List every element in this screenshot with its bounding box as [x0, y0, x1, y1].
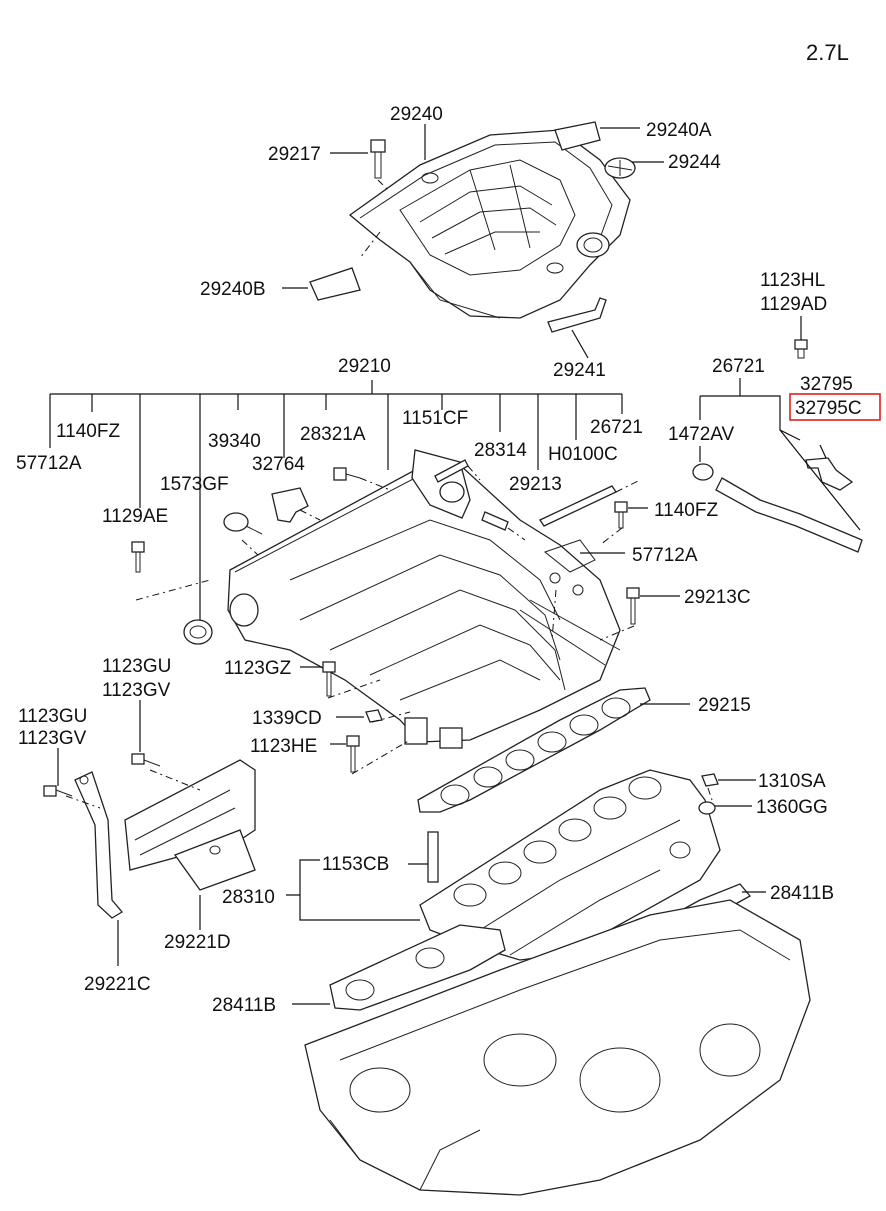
stud-28314	[481, 511, 509, 531]
assembly-lines	[65, 179, 713, 809]
intake-manifold	[227, 449, 621, 749]
label-1123gv-left: 1123GV	[18, 728, 87, 749]
label-26721: 26721	[590, 417, 643, 438]
hose-29241	[547, 297, 607, 333]
label-29240: 29240	[390, 104, 443, 125]
label-29213c: 29213C	[684, 587, 751, 608]
bolt-1123gu-left	[43, 785, 73, 797]
bolt-29213c	[626, 587, 640, 625]
pad-29240b	[309, 267, 361, 301]
bolt-1123gz	[322, 661, 336, 697]
label-1123gu-left: 1123GU	[18, 706, 87, 727]
label-32764: 32764	[252, 454, 305, 475]
label-28310: 28310	[222, 887, 275, 908]
fitting-28321a	[333, 467, 361, 481]
label-29217: 29217	[268, 144, 321, 165]
nut-1310sa	[701, 773, 719, 787]
bracket-32764	[271, 487, 309, 523]
label-32795: 32795	[800, 374, 853, 395]
label-1153cb: 1153CB	[322, 854, 389, 875]
gasket-29215	[417, 687, 651, 813]
engine-block	[304, 899, 811, 1196]
label-1360gg: 1360GG	[756, 797, 828, 818]
bolt-1123gu-right	[131, 753, 161, 767]
label-1123he: 1123HE	[250, 736, 317, 757]
bolt-1129ae	[131, 541, 145, 573]
label-57712a: 57712A	[16, 453, 82, 474]
label-1123hl: 1123HL	[760, 270, 825, 291]
label-1123gu-right: 1123GU	[102, 656, 171, 677]
bracket-32795c	[805, 457, 854, 491]
bracket-29221d	[124, 759, 256, 891]
label-28321a: 28321A	[300, 424, 366, 445]
label-29215: 29215	[698, 695, 751, 716]
bolt-1123hl	[794, 339, 808, 359]
washer-1360gg	[698, 801, 716, 815]
label-29240a: 29240A	[646, 120, 712, 141]
label-29210: 29210	[338, 356, 391, 377]
engine-displacement-label: 2.7L	[806, 40, 849, 65]
label-26721-hose: 26721	[712, 356, 765, 377]
label-1151cf: 1151CF	[402, 408, 468, 429]
label-1129ae: 1129AE	[102, 506, 168, 527]
label-1123gz: 1123GZ	[224, 658, 292, 679]
label-1140fz: 1140FZ	[56, 421, 120, 442]
label-29240b: 29240B	[200, 279, 266, 300]
sensor-39340	[223, 512, 263, 535]
bracket-29221c	[74, 771, 123, 919]
label-1129ad: 1129AD	[760, 294, 827, 315]
bolt-1140fz	[614, 501, 628, 529]
label-1140fz-b: 1140FZ	[654, 500, 718, 521]
label-28411b-lower: 28411B	[212, 995, 276, 1016]
label-1339cd: 1339CD	[252, 708, 322, 729]
label-57712a-b: 57712A	[632, 545, 698, 566]
label-h0100c: H0100C	[548, 444, 618, 465]
label-29244: 29244	[668, 152, 721, 173]
clamp-1472av	[692, 463, 714, 481]
bolt-1123he	[346, 735, 360, 773]
engine-cover	[348, 129, 631, 319]
label-32795c[interactable]: 32795C	[795, 398, 862, 419]
bolt-29217	[370, 139, 386, 179]
label-28314: 28314	[474, 440, 527, 461]
label-1573gf: 1573GF	[160, 474, 229, 495]
label-29221c: 29221C	[84, 974, 151, 995]
highlight-box-32795c	[789, 393, 881, 421]
label-29241: 29241	[553, 360, 606, 381]
label-1472av: 1472AV	[668, 424, 735, 445]
cap-29244	[604, 157, 636, 179]
callout-tree-29210	[49, 380, 623, 620]
nut-1339cd	[365, 709, 383, 723]
seal-1573gf	[183, 619, 213, 645]
pad-29240a	[554, 121, 601, 151]
label-1123gv-right: 1123GV	[102, 680, 171, 701]
label-1310sa: 1310SA	[758, 771, 826, 792]
hose-26721	[715, 477, 863, 553]
label-39340: 39340	[208, 431, 261, 452]
leader-lines	[57, 124, 861, 1005]
label-29221d: 29221D	[164, 932, 231, 953]
label-29213: 29213	[509, 474, 562, 495]
label-28411b-upper: 28411B	[770, 883, 834, 904]
